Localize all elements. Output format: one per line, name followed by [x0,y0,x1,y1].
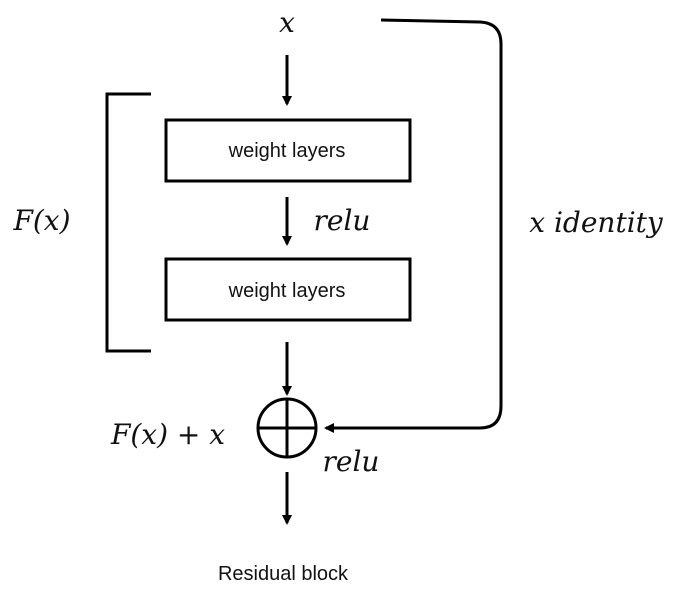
identity-label: x identity [529,206,664,239]
weight-layers-box-2 [164,257,412,322]
sum-node [256,397,318,459]
diagram-caption: Residual block [218,563,349,585]
relu-label: relu [314,204,371,237]
weight-layers-label-1: weight layers [228,140,346,162]
identity-shortcut-path [324,18,503,433]
input-label: x [279,6,295,39]
weight-layers-label-2: weight layers [228,280,346,302]
sum-label: F(x) + x [110,418,225,451]
residual-function-label: F(x) [12,204,70,237]
weight-layers-box-1 [164,118,412,183]
residual-function-bracket [105,92,151,353]
output-relu-label: relu [323,445,380,478]
